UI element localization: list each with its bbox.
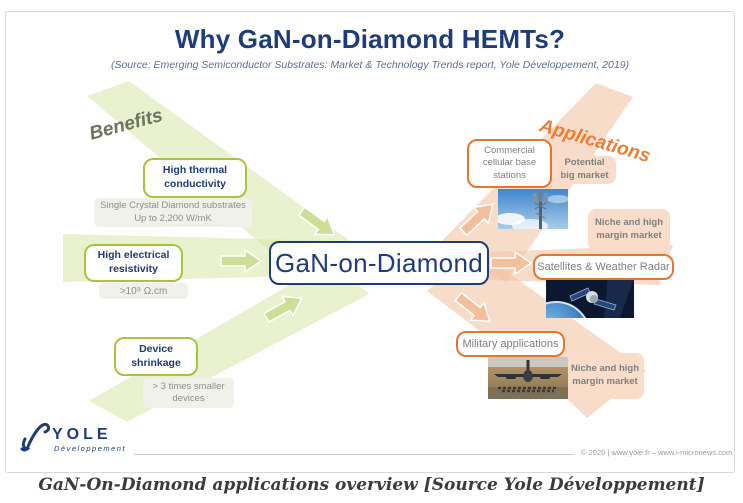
market-label-potential-big: Potential big market (553, 156, 616, 184)
application-box-satellites: Satellites & Weather Radar (533, 254, 674, 280)
application-box-cellular: Commercial cellular base stations (467, 139, 552, 188)
cloud (512, 219, 548, 229)
antenna (533, 193, 537, 203)
benefit-note-shrinkage: > 3 times smaller devices (143, 378, 234, 408)
copyright-text: © 2020 | www.yole.fr – www.i-micronews.c… (581, 448, 733, 457)
benefit-box-thermal: High thermal conductivity (143, 158, 247, 198)
fuselage (523, 370, 533, 382)
footer-divider (134, 454, 574, 455)
benefit-note-resistivity: >10⁹ Ω.cm (99, 283, 188, 299)
antenna (538, 191, 542, 202)
antenna (544, 193, 548, 203)
yole-swoosh (20, 422, 51, 452)
slide-subtitle: (Source: Emerging Semiconductor Substrat… (110, 59, 630, 71)
cloud (547, 195, 568, 203)
tower-braces (534, 202, 547, 219)
military-aircraft-photo (488, 357, 568, 399)
application-box-military: Military applications (456, 331, 565, 357)
satellite-photo (546, 278, 634, 318)
yole-logo-text: YOLE (52, 426, 112, 443)
slide: Why GaN-on-Diamond HEMTs? (Source: Emerg… (5, 11, 735, 473)
engines (506, 376, 516, 379)
satellite-body-shadow (590, 295, 598, 303)
tail-fin (526, 360, 530, 372)
market-label-niche-satellite: Niche and high margin market (588, 209, 670, 251)
gan-on-diamond-box: GaN-on-Diamond (269, 241, 489, 285)
earth (546, 301, 587, 318)
benefit-box-resistivity: High electrical resistivity (84, 244, 183, 282)
benefit-note-thermal: Single Crystal Diamond substrates Up to … (94, 198, 252, 227)
market-label-niche-military: Niche and high margin market (566, 353, 644, 399)
tower-mast (539, 198, 542, 229)
engines (540, 376, 550, 379)
cellular-base-station-photo (498, 189, 568, 229)
yole-logo-subtext: Développement (54, 444, 127, 453)
figure-caption: GaN-On-Diamond applications overview [So… (38, 475, 705, 495)
yole-logo-mark (20, 422, 51, 452)
ordnance-row (498, 386, 558, 393)
slide-title: Why GaN-on-Diamond HEMTs? (174, 24, 566, 54)
benefit-box-shrinkage: Device shrinkage (114, 337, 198, 376)
